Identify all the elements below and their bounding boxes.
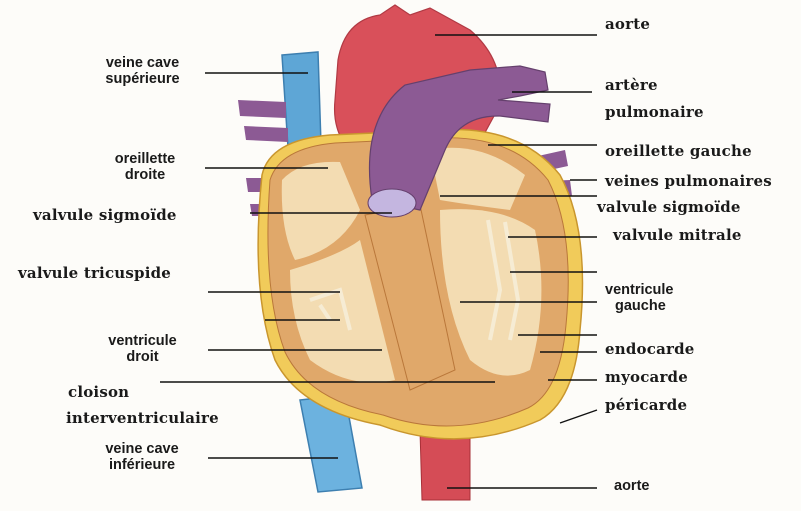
label-valvule-mitrale: valvule mitrale: [613, 227, 742, 244]
left-vessel-top: [238, 100, 286, 118]
label-vd-line2: droit: [85, 350, 200, 366]
label-ventricule-gauche: ventricule gauche: [605, 283, 705, 315]
label-pulmonaire: pulmonaire: [605, 104, 704, 121]
leader-pericarde: [560, 410, 597, 423]
label-ventricule-droit: ventricule droit: [85, 334, 200, 366]
label-endocarde: endocarde: [605, 341, 695, 358]
label-aorte-bottom: aorte: [614, 479, 649, 495]
label-aorte-top: aorte: [605, 16, 650, 33]
label-interventriculaire: interventriculaire: [66, 410, 219, 427]
label-od-line2: droite: [90, 168, 200, 184]
label-od-line1: oreillette: [90, 152, 200, 168]
label-artere: artère: [605, 77, 658, 94]
label-vci-line1: veine cave: [82, 442, 202, 458]
label-vcs-line2: supérieure: [80, 72, 205, 88]
label-pericarde: péricarde: [605, 397, 687, 414]
label-myocarde: myocarde: [605, 369, 688, 386]
label-valvule-sigmoide-left: valvule sigmoïde: [33, 207, 177, 224]
label-oreillette-gauche: oreillette gauche: [605, 143, 752, 160]
label-vd-line1: ventricule: [85, 334, 200, 350]
label-oreillette-droite: oreillette droite: [90, 152, 200, 184]
label-ventricule-gauche-line2: gauche: [605, 299, 705, 315]
left-vessel-mid: [244, 126, 288, 142]
label-valvule-tricuspide: valvule tricuspide: [18, 265, 171, 282]
label-valvule-sigmoide-right: valvule sigmoïde: [597, 199, 741, 216]
label-vcs-line1: veine cave: [80, 56, 205, 72]
label-veine-cave-superieure: veine cave supérieure: [80, 56, 205, 88]
label-vci-line2: inférieure: [82, 458, 202, 474]
label-cloison: cloison: [68, 384, 129, 401]
label-veine-cave-inferieure: veine cave inférieure: [82, 442, 202, 474]
label-ventricule-gauche-line1: ventricule: [605, 283, 705, 299]
label-veines-pulmonaires: veines pulmonaires: [605, 173, 772, 190]
